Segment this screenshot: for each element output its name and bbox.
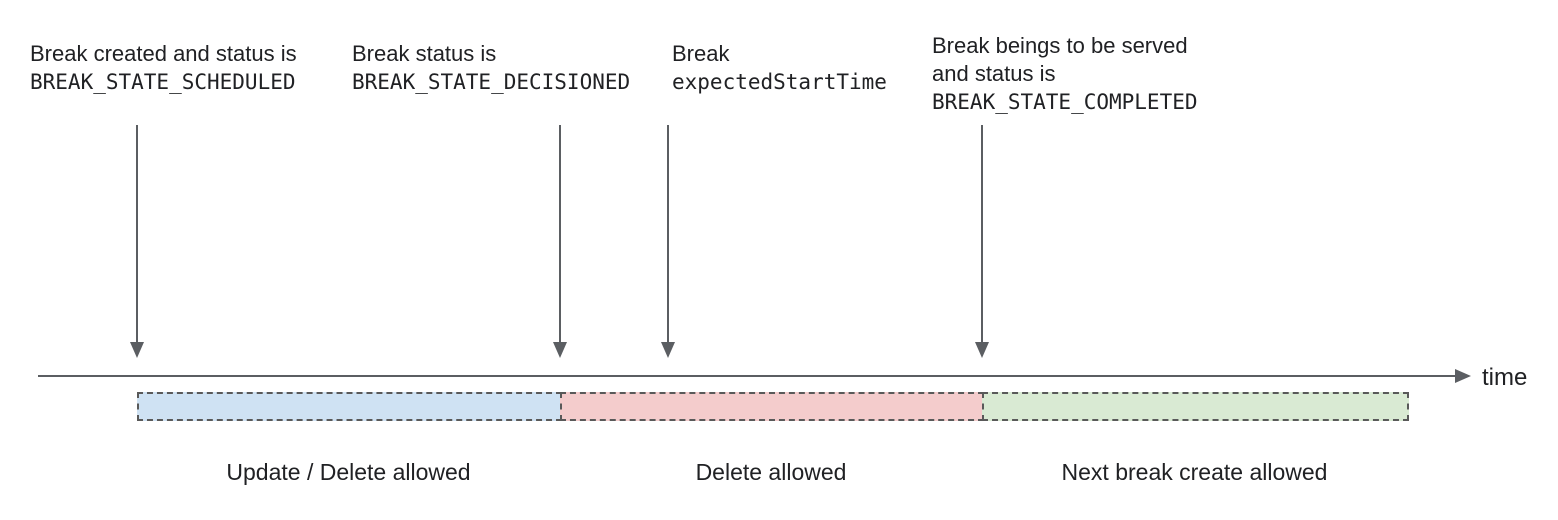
timeline-axis-label: time: [1482, 364, 1528, 391]
annotation-code: expectedStartTime: [672, 70, 887, 94]
down-arrow-icon: [981, 125, 983, 342]
annotation-break-scheduled: Break created and status is BREAK_STATE_…: [30, 40, 297, 96]
down-arrow-icon: [559, 125, 561, 342]
down-arrow-icon: [136, 125, 138, 342]
annotation-expected-start-time: Break expectedStartTime: [672, 40, 887, 96]
annotation-code: BREAK_STATE_DECISIONED: [352, 70, 631, 94]
annotation-break-decisioned: Break status is BREAK_STATE_DECISIONED: [352, 40, 630, 96]
annotation-code: BREAK_STATE_SCHEDULED: [30, 70, 296, 94]
segment-bar: [137, 392, 1409, 421]
segment-update-delete-allowed: [137, 392, 562, 421]
annotation-text: Break: [672, 41, 730, 66]
right-arrow-icon: [1455, 369, 1471, 383]
annotation-code: BREAK_STATE_COMPLETED: [932, 90, 1198, 114]
annotation-break-completed: Break beings to be served and status is …: [932, 32, 1198, 116]
annotation-text: Break status is: [352, 41, 497, 66]
annotation-text: Break beings to be served: [932, 33, 1188, 58]
segment-label-delete: Delete allowed: [695, 459, 847, 485]
down-arrow-icon: [667, 125, 669, 342]
annotation-text: and status is: [932, 61, 1056, 86]
timeline-axis: [38, 375, 1455, 377]
segment-label-update-delete: Update / Delete allowed: [226, 459, 471, 485]
segment-label-next-break-create: Next break create allowed: [1061, 459, 1328, 485]
segment-delete-allowed: [560, 392, 984, 421]
segment-next-break-create-allowed: [982, 392, 1409, 421]
annotation-text: Break created and status is: [30, 41, 297, 66]
